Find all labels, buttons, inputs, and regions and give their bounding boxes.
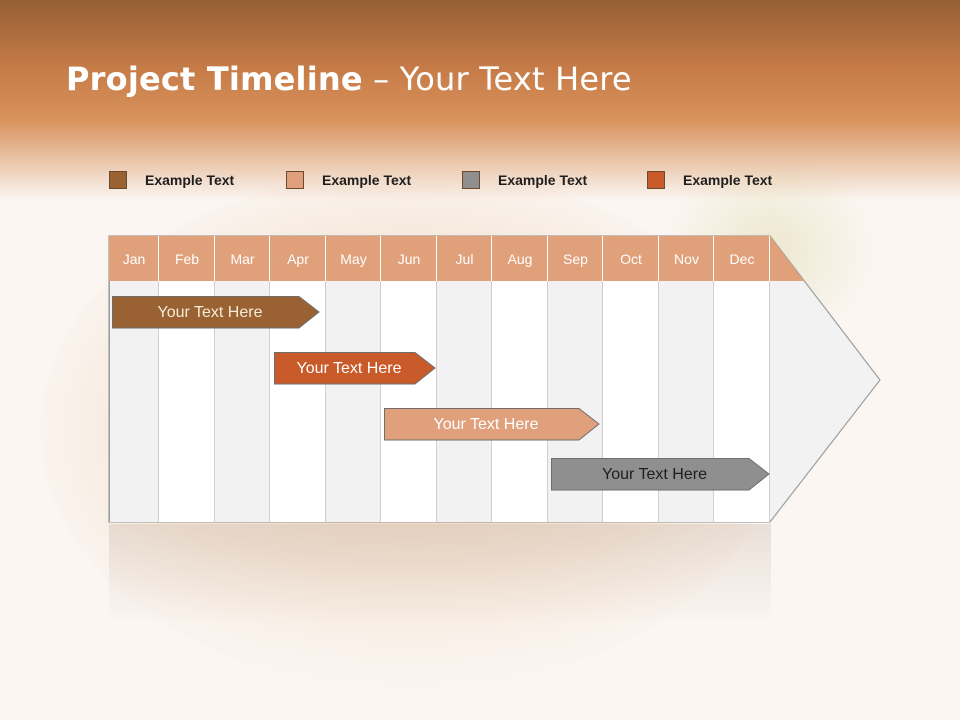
month-column-aug	[492, 281, 548, 522]
month-label-nov: Nov	[674, 251, 699, 267]
task-arrow-polygon	[384, 408, 600, 441]
legend-label-4: Example Text	[683, 172, 773, 188]
month-label-dec: Dec	[729, 251, 755, 267]
task-label: Your Text Here	[602, 465, 707, 483]
month-label-feb: Feb	[174, 251, 200, 267]
month-header-cell	[381, 236, 437, 281]
task-label: Your Text Here	[433, 415, 539, 433]
month-header-cell	[437, 236, 492, 281]
task-arrow-shape	[384, 408, 600, 441]
slide-title: Project Timeline – Your Text Here	[66, 60, 632, 98]
month-header-cell	[492, 236, 548, 281]
month-column-jun	[381, 281, 437, 522]
month-label-sep: Sep	[563, 251, 588, 267]
month-header-cell	[548, 236, 603, 281]
legend-label-3: Example Text	[498, 172, 588, 188]
legend-label-1: Example Text	[145, 172, 235, 188]
task-arrow: Your Text Here	[551, 458, 770, 491]
legend-item-3: Example Text	[462, 170, 587, 190]
legend-label-2: Example Text	[322, 172, 412, 188]
month-header-cell	[109, 236, 159, 281]
task-arrow-polygon	[112, 296, 320, 329]
timeline-arrow-header-tip	[770, 236, 804, 281]
task-arrow-shape	[112, 296, 320, 329]
legend-swatch-4	[647, 171, 665, 189]
month-label-oct: Oct	[620, 251, 642, 267]
month-label-jun: Jun	[397, 251, 421, 267]
month-label-aug: Aug	[507, 251, 533, 267]
legend-item-4: Example Text	[647, 170, 772, 190]
month-header-cell	[159, 236, 215, 281]
month-label-apr: Apr	[287, 251, 309, 267]
task-arrow: Your Text Here	[384, 408, 600, 441]
timeline-reflection	[109, 524, 771, 624]
task-label: Your Text Here	[296, 359, 402, 377]
legend-swatch-3	[462, 171, 480, 189]
month-label-may: May	[340, 251, 367, 267]
month-label-jul: Jul	[455, 251, 474, 267]
month-column-jul	[437, 281, 492, 522]
title-bold: Project Timeline	[66, 60, 363, 98]
month-header-cell	[270, 236, 326, 281]
month-header-cell	[659, 236, 714, 281]
task-arrow-polygon	[551, 458, 770, 491]
task-arrow-shape	[551, 458, 770, 491]
month-label-jan: Jan	[122, 251, 146, 267]
month-column-may	[326, 281, 381, 522]
legend-item-1: Example Text	[109, 170, 234, 190]
legend-item-2: Example Text	[286, 170, 411, 190]
task-label: Your Text Here	[157, 303, 263, 321]
task-arrow: Your Text Here	[112, 296, 320, 329]
month-header-cell	[603, 236, 659, 281]
task-arrow-polygon	[274, 352, 436, 385]
month-header-cell	[714, 236, 770, 281]
month-header-cell	[326, 236, 381, 281]
month-header-cell	[215, 236, 270, 281]
legend-swatch-2	[286, 171, 304, 189]
background-fade	[0, 540, 960, 720]
header-band	[0, 0, 960, 200]
legend-swatch-1	[109, 171, 127, 189]
month-label-mar: Mar	[230, 251, 255, 267]
task-arrow-shape	[274, 352, 436, 385]
task-arrow: Your Text Here	[274, 352, 436, 385]
title-rest: – Your Text Here	[362, 60, 632, 98]
